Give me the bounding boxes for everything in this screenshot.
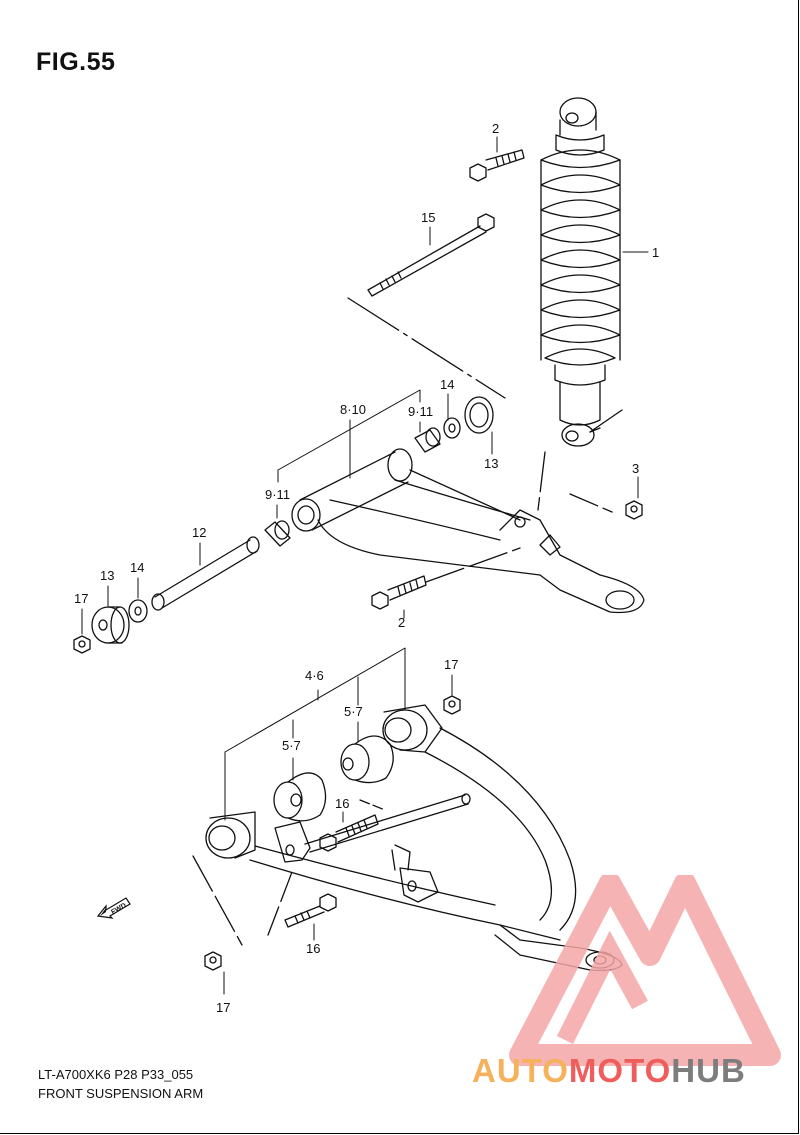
upper-arm — [291, 448, 645, 614]
shock-absorber — [540, 97, 621, 447]
upper-collars — [264, 396, 494, 547]
callout-14-left: 14 — [130, 560, 144, 575]
callout-4-6: 4·6 — [305, 668, 324, 683]
washer-left — [128, 599, 148, 623]
nut-lower-left — [204, 951, 222, 971]
watermark-text: AUTOMOTOHUB — [472, 1052, 746, 1090]
callout-13-right: 13 — [484, 456, 498, 471]
callout-2-top: 2 — [492, 121, 499, 136]
cap-left — [91, 606, 130, 644]
callout-2-bottom: 2 — [398, 615, 405, 630]
long-bolt — [367, 213, 495, 297]
nut-lower-right — [443, 695, 461, 715]
callout-17-upper: 17 — [74, 591, 88, 606]
callout-15: 15 — [421, 210, 435, 225]
bolt-bottom — [371, 575, 427, 610]
callout-9-11-left: 9·11 — [265, 487, 290, 502]
fwd-label: FWD — [110, 902, 127, 916]
nut-shock — [625, 500, 643, 520]
callout-12: 12 — [192, 525, 206, 540]
watermark-logo-icon — [509, 875, 781, 1066]
callout-14-right: 14 — [440, 377, 454, 392]
lower-bushing-left — [273, 772, 327, 822]
spacer-pipe — [151, 536, 260, 611]
watermark-moto: MOTO — [568, 1052, 672, 1089]
nut-left — [73, 635, 91, 654]
forward-arrow-icon: FWD — [96, 897, 131, 919]
callout-5-7-left: 5·7 — [282, 738, 301, 753]
lower-bolt-top — [319, 814, 379, 852]
callout-16-bottom: 16 — [306, 941, 320, 956]
callout-5-7-right: 5·7 — [344, 704, 363, 719]
figure-name: FRONT SUSPENSION ARM — [38, 1086, 204, 1101]
lower-bushing-right — [340, 735, 394, 784]
watermark-hub: HUB — [671, 1052, 746, 1089]
callout-8-10: 8·10 — [340, 402, 366, 417]
watermark-auto: AUTO — [472, 1052, 569, 1089]
callout-3: 3 — [632, 461, 639, 476]
callout-16-top: 16 — [335, 796, 349, 811]
lower-bolt-bottom — [284, 893, 337, 928]
leader-lines — [81, 136, 649, 995]
callout-17-bottom: 17 — [216, 1000, 230, 1015]
callout-17-right: 17 — [444, 657, 458, 672]
callout-9-11-right: 9·11 — [408, 404, 433, 419]
callout-13-left: 13 — [100, 568, 114, 583]
callout-1: 1 — [652, 245, 659, 260]
figure-title: FIG.55 — [36, 48, 116, 76]
model-code: LT-A700XK6 P28 P33_055 — [38, 1067, 194, 1082]
bolt-top — [469, 149, 525, 182]
